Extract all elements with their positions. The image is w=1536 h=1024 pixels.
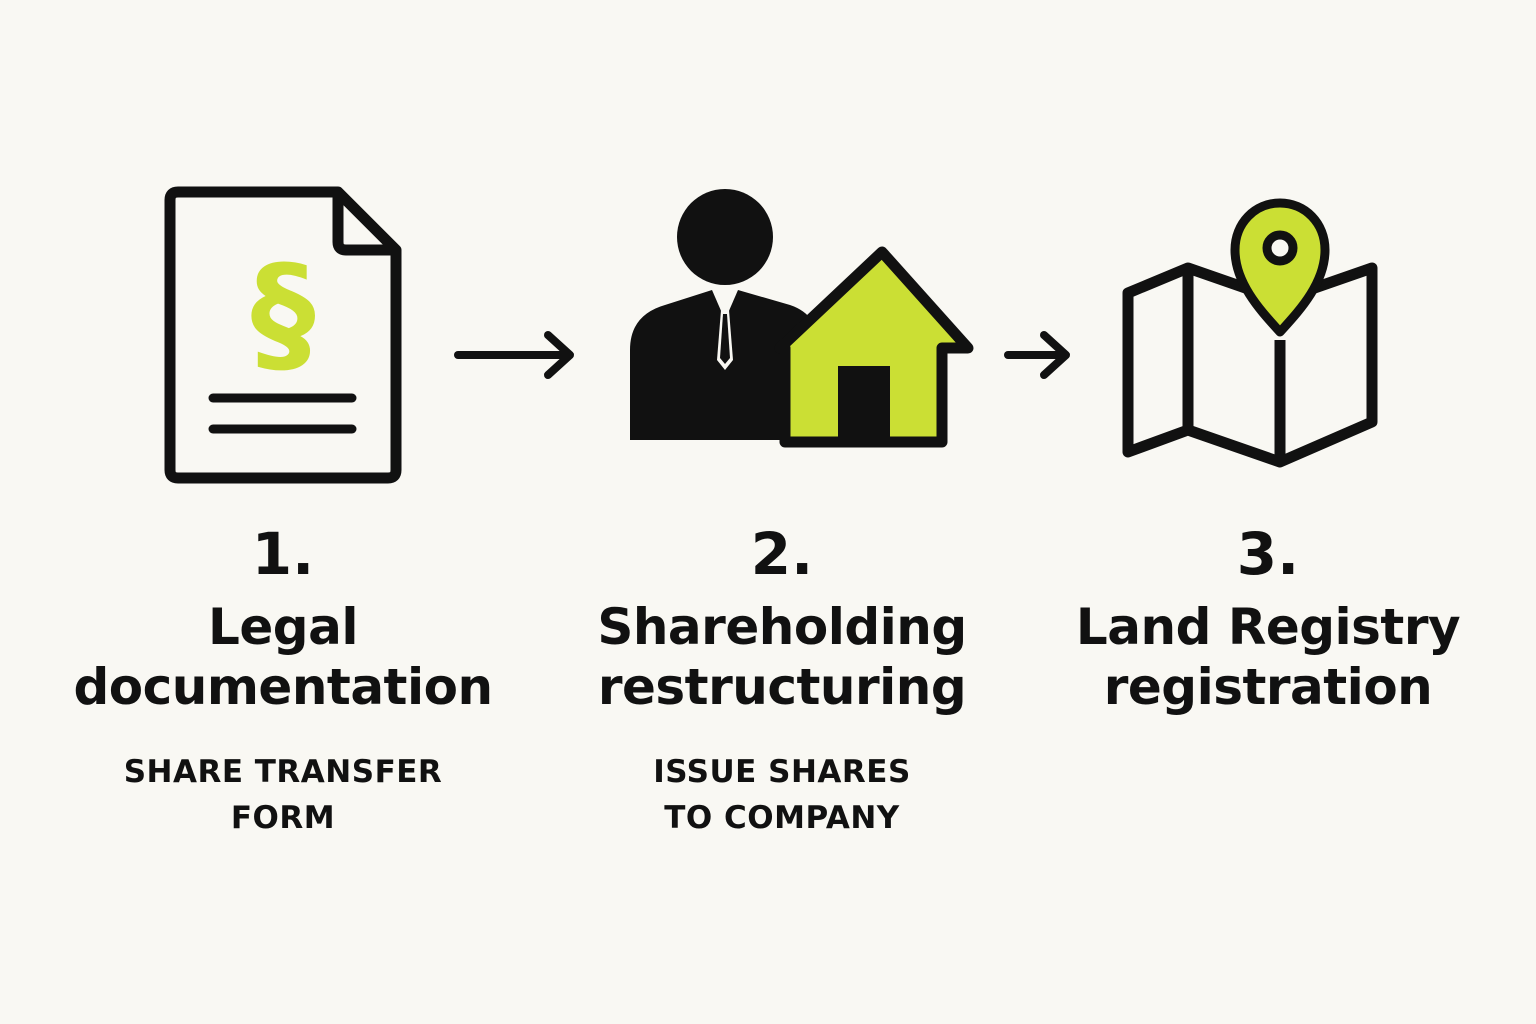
legal-document-icon: § [164, 186, 402, 484]
step-1: 1. Legal documentation SHARE TRANSFER FO… [53, 525, 513, 841]
step-title: Shareholding restructuring [552, 597, 1012, 717]
step-title-line: Shareholding [597, 598, 967, 656]
step-title-line: restructuring [597, 658, 967, 716]
step-2: 2. Shareholding restructuring ISSUE SHAR… [552, 525, 1012, 841]
step-title-line: documentation [73, 658, 493, 716]
section-symbol: § [251, 237, 316, 389]
person-head [677, 189, 773, 285]
map-pin-icon [1122, 198, 1378, 468]
step-number: 3. [1236, 520, 1300, 588]
shirt-collar [712, 290, 738, 320]
businessman-house-icon [630, 189, 974, 448]
step-subtitle: ISSUE SHARES TO COMPANY [552, 749, 1012, 841]
folded-map [1122, 262, 1378, 468]
step-title-line: Land Registry [1075, 598, 1461, 656]
pin-hole [1262, 230, 1298, 266]
step-subtitle-line: SHARE TRANSFER [123, 754, 443, 790]
step-number: 2. [750, 520, 814, 588]
step-title-line: registration [1103, 658, 1433, 716]
step-subtitle-line: FORM [230, 800, 336, 836]
step-subtitle: SHARE TRANSFER FORM [53, 749, 513, 841]
step-title-line: Legal [208, 598, 358, 656]
step-subtitle-line: ISSUE SHARES [653, 754, 911, 790]
step-title: Legal documentation [53, 597, 513, 717]
step-3: 3. Land Registry registration [1038, 525, 1498, 717]
house-icon [774, 246, 974, 448]
house-door [838, 366, 890, 442]
step-number: 1. [251, 520, 315, 588]
step-title: Land Registry registration [1038, 597, 1498, 717]
tie-inner [720, 314, 730, 364]
step-subtitle-line: TO COMPANY [664, 800, 900, 836]
document-fold [332, 192, 396, 256]
location-pin-icon [1230, 198, 1330, 337]
arrow-right-icon [1004, 331, 1070, 379]
arrow-right-icon [454, 331, 574, 379]
document-outline [164, 186, 402, 484]
